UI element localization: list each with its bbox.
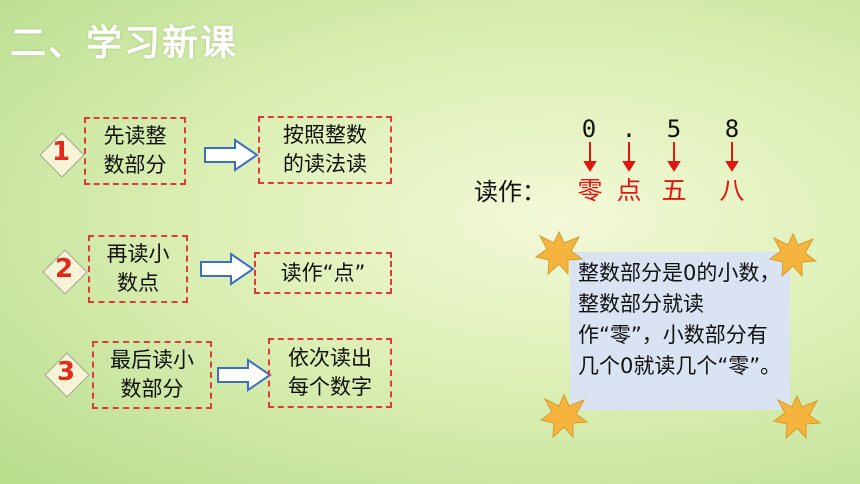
word-dian: 点	[616, 176, 642, 205]
right-arrow-icon	[200, 252, 255, 286]
step-3-left-text: 最后读小 数部分	[110, 348, 194, 401]
word-ling: 零	[577, 176, 603, 205]
star-icon	[772, 394, 822, 440]
star-icon	[768, 232, 818, 278]
digit-point: .	[621, 115, 637, 143]
digit-8: 8	[724, 115, 740, 143]
page-title: 二、学习新课	[10, 23, 239, 64]
right-arrow-icon	[204, 138, 259, 172]
digit-5: 5	[666, 115, 682, 143]
step-3-number: 3	[56, 357, 76, 387]
step-3-right-box: 依次读出 每个数字	[268, 338, 392, 408]
read-as-label: 读作：	[474, 178, 546, 206]
star-icon	[539, 393, 589, 439]
right-arrow-icon	[217, 358, 272, 392]
step-2-number: 2	[54, 254, 74, 284]
down-arrows	[583, 142, 739, 172]
step-1-right-text: 按照整数 的读法读	[283, 123, 367, 176]
digit-0: 0	[581, 115, 597, 143]
star-icon	[534, 230, 584, 276]
step-2-left-box: 再读小 数点	[88, 235, 188, 303]
step-1-right-box: 按照整数 的读法读	[258, 116, 392, 184]
word-ba: 八	[719, 176, 745, 205]
rule-note: 整数部分是0的小数，整数部分就读作“零”，小数部分有几个0就读几个“零”。	[570, 252, 790, 410]
step-1-left-box: 先读整 数部分	[84, 117, 186, 185]
step-3-left-box: 最后读小 数部分	[92, 341, 212, 409]
step-1-left-text: 先读整 数部分	[103, 124, 167, 177]
step-2-left-text: 再读小 数点	[106, 242, 170, 295]
step-2-right-text: 读作“点”	[280, 260, 366, 285]
step-3-right-text: 依次读出 每个数字	[288, 346, 372, 399]
step-1-number: 1	[51, 137, 71, 167]
step-2-right-box: 读作“点”	[254, 252, 392, 294]
word-wu: 五	[661, 176, 687, 205]
